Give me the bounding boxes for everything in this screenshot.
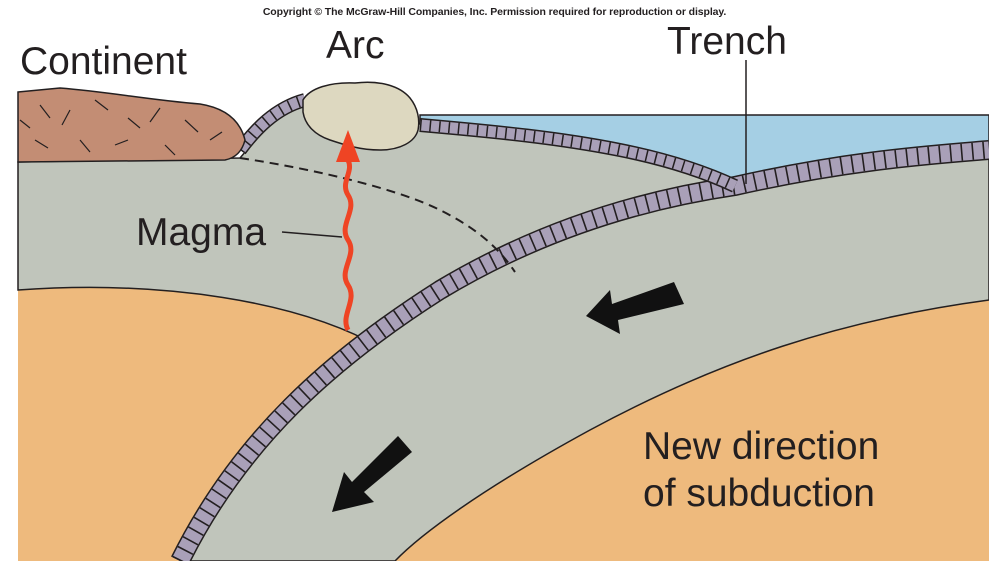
magma-label: Magma bbox=[136, 213, 266, 252]
arc-label: Arc bbox=[326, 26, 385, 65]
new-direction-line-1: New direction bbox=[643, 424, 879, 471]
continent-label: Continent bbox=[20, 42, 187, 81]
continent-block bbox=[18, 88, 245, 162]
trench-label: Trench bbox=[667, 22, 787, 61]
new-direction-line-2: of subduction bbox=[643, 471, 879, 518]
copyright-notice: Copyright © The McGraw-Hill Companies, I… bbox=[0, 7, 989, 18]
new-direction-label: New direction of subduction bbox=[643, 424, 879, 518]
